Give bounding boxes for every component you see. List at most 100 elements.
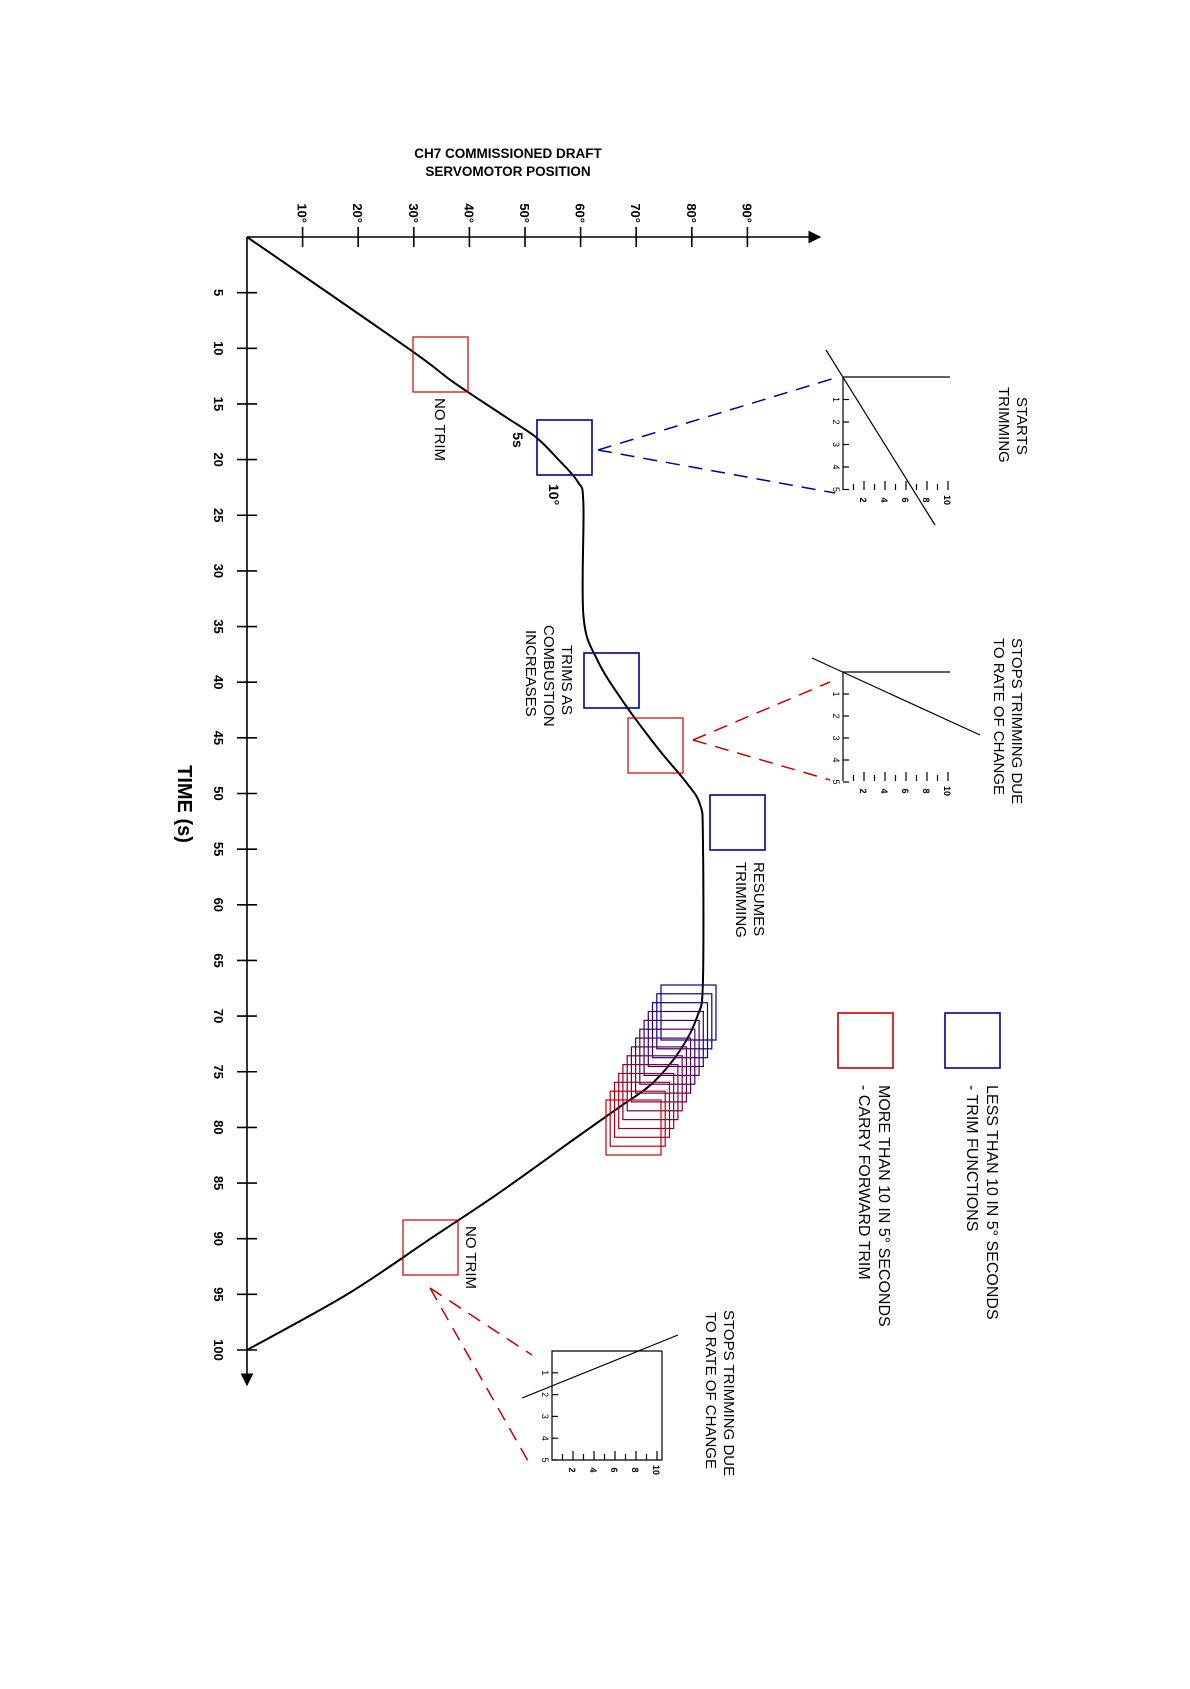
stack-box-11 <box>618 1072 675 1130</box>
stack-box-4 <box>647 1010 704 1068</box>
inset2-time-label-1: 1 <box>831 691 841 696</box>
inset1-time-label-3: 3 <box>831 442 841 447</box>
legend-blue-line2: - TRIM FUNCTIONS <box>963 1085 980 1231</box>
time-tick-label-4: 20 <box>211 452 226 466</box>
stack-box-9 <box>626 1055 683 1112</box>
resumes-trimming-box <box>709 794 766 851</box>
leader-stops2-lower <box>429 1287 533 1469</box>
trims-as-line2: COMBUSTION <box>540 625 557 727</box>
time-tick-label-6: 30 <box>211 564 226 578</box>
time-tick-label-1: 5 <box>211 289 226 296</box>
degree-tick-label-1: 10° <box>295 203 310 223</box>
resumes-line2: TRIMMING <box>732 862 749 938</box>
degree-tick-label-6: 60° <box>573 203 588 223</box>
inset1-deg-label-1: 2 <box>858 497 868 502</box>
stack-box-14 <box>605 1099 662 1156</box>
stack-box-1 <box>660 984 717 1041</box>
axes: 10°20°30°40°50°60°70°80°90° 510152025303… <box>211 203 822 1387</box>
inset3-deg-label-4: 8 <box>630 1467 640 1472</box>
time-tick-label-11: 55 <box>211 842 226 856</box>
no-trim-label-2: NO TRIM <box>462 1226 479 1289</box>
stack-box-8 <box>630 1046 688 1103</box>
inset3-deg-label-2: 4 <box>588 1467 598 1472</box>
time-tick-label-5: 25 <box>211 508 226 522</box>
inset2-time-label-4: 4 <box>831 757 841 762</box>
stack-box-6 <box>639 1028 696 1085</box>
degree-axis-title-line2: SERVOMOTOR POSITION <box>425 164 590 179</box>
inset2-deg-label-4: 8 <box>921 788 931 793</box>
inset2-deg-label-1: 2 <box>858 788 868 793</box>
starts-trimming-box <box>536 419 593 476</box>
inset2-time-label-5: 5 <box>831 779 841 784</box>
inset1-time-label-4: 4 <box>831 464 841 469</box>
inset3-deg-label-3: 6 <box>609 1467 619 1472</box>
inset3-deg-label-5: 10 <box>651 1465 661 1475</box>
inset1-deg-label-5: 10 <box>942 495 952 505</box>
ten-deg-label: 10° <box>546 484 562 505</box>
no-trim-box-1 <box>412 336 469 393</box>
time-axis-title: TIME (s) <box>173 765 195 843</box>
stack-box-12 <box>613 1081 671 1138</box>
time-tick-label-10: 50 <box>211 786 226 800</box>
inset-2-slope-line <box>811 657 981 736</box>
trim-box-stack <box>605 984 717 1156</box>
stops-trimming-1-line1: STOPS TRIMMING DUE <box>1008 638 1025 804</box>
inset3-time-label-5: 5 <box>540 1457 550 1462</box>
stack-box-2 <box>656 993 713 1050</box>
inset3-time-label-1: 1 <box>540 1370 550 1375</box>
legend-blue-line1: LESS THAN 10 IN 5° SECONDS <box>983 1085 1000 1320</box>
starts-trimming-line2: TRIMMING <box>995 387 1012 463</box>
degree-tick-label-8: 80° <box>684 203 699 223</box>
servomotor-position-curve <box>246 236 705 1351</box>
time-tick-label-18: 90 <box>211 1231 226 1245</box>
inset3-time-label-4: 4 <box>540 1436 550 1441</box>
time-tick-label-2: 10 <box>211 341 226 355</box>
inset-2-frame <box>842 671 950 781</box>
inset2-deg-label-2: 4 <box>879 788 889 793</box>
time-tick-label-19: 95 <box>211 1287 226 1301</box>
time-tick-label-20: 100 <box>211 1339 226 1361</box>
no-trim-label-1: NO TRIM <box>431 398 448 461</box>
stops-trimming-2-line2: TO RATE OF CHANGE <box>702 1312 719 1469</box>
degree-tick-label-9: 90° <box>739 203 754 223</box>
inset3-time-label-2: 2 <box>540 1392 550 1397</box>
stack-box-5 <box>643 1019 700 1077</box>
degree-tick-label-4: 40° <box>461 203 476 223</box>
time-tick-label-13: 65 <box>211 953 226 967</box>
time-tick-label-16: 80 <box>211 1120 226 1134</box>
legend-blue-swatch <box>944 1012 1001 1069</box>
time-tick-label-3: 15 <box>211 397 226 411</box>
resumes-line1: RESUMES <box>750 862 767 936</box>
inset2-deg-label-3: 6 <box>900 788 910 793</box>
degree-tick-label-5: 50° <box>517 203 532 223</box>
leader-lines <box>429 377 836 1469</box>
time-tick-label-8: 40 <box>211 675 226 689</box>
time-tick-label-17: 85 <box>211 1176 226 1190</box>
time-tick-label-9: 45 <box>211 731 226 745</box>
degree-axis-title-line1: CH7 COMMISSIONED DRAFT <box>414 146 602 161</box>
inset2-time-label-2: 2 <box>831 713 841 718</box>
trims-as-line3: INCREASES <box>522 630 539 717</box>
legend-red-line1: MORE THAN 10 IN 5° SECONDS <box>875 1085 892 1327</box>
inset3-time-label-3: 3 <box>540 1414 550 1419</box>
inset-3-slope-line <box>521 1334 679 1399</box>
degree-tick-label-3: 30° <box>406 203 421 223</box>
degree-tick-label-7: 70° <box>628 203 643 223</box>
trims-as-line1: TRIMS AS <box>558 645 575 715</box>
stops-trimming-1-line2: TO RATE OF CHANGE <box>990 638 1007 795</box>
stack-box-7 <box>634 1037 692 1094</box>
leader-stops2-upper <box>429 1287 533 1356</box>
inset2-time-label-3: 3 <box>831 735 841 740</box>
legend-red-line2: - CARRY FORWARD TRIM <box>855 1085 872 1280</box>
inset1-deg-label-3: 6 <box>900 497 910 502</box>
stops-trimming-box-1 <box>627 717 684 774</box>
annotations: NO TRIM 5s 10° TRIMS AS COMBUSTION INCRE… <box>431 387 1030 1476</box>
leader-stops1-lower <box>692 739 831 781</box>
inset1-deg-label-4: 8 <box>921 497 931 502</box>
inset1-time-label-2: 2 <box>831 419 841 424</box>
